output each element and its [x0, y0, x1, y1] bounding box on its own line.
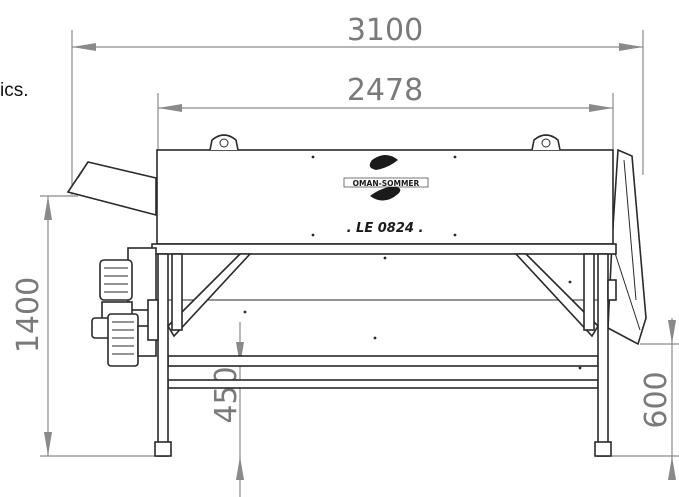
- dimension-3100: 3100: [71, 13, 644, 195]
- brand-name: OMAN-SOMMER: [353, 179, 420, 188]
- dimension-450: 450: [168, 322, 250, 497]
- dimension-1400: 1400: [11, 195, 160, 457]
- foot-right: [594, 441, 612, 457]
- brand-logo: OMAN-SOMMER: [343, 155, 429, 201]
- leg-left: [157, 253, 169, 457]
- brace-left: [166, 253, 252, 338]
- foot-left: [154, 441, 172, 457]
- dimension-2478: 2478: [157, 73, 614, 152]
- dimension-600: 600: [608, 318, 679, 480]
- machine-body: OMAN-SOMMER . LE 0824 .: [66, 134, 647, 457]
- leg-right: [597, 253, 609, 457]
- feed-chute: [66, 161, 157, 217]
- main-deck: [151, 243, 617, 255]
- dimension-450-label: 450: [209, 366, 244, 423]
- dimension-1400-label: 1400: [11, 277, 46, 353]
- brace-right: [514, 253, 600, 338]
- lifting-eye-left: [209, 134, 239, 151]
- dimension-3100-label: 3100: [347, 13, 423, 48]
- dimension-600-label: 600: [639, 371, 674, 428]
- bottom-rail: [167, 379, 599, 389]
- bearing-right: [607, 279, 617, 301]
- dimension-2478-label: 2478: [347, 73, 423, 108]
- lower-frame-beam: [167, 355, 599, 367]
- drive-motor: [91, 247, 159, 367]
- lifting-eye-right: [531, 134, 561, 151]
- model-label: . LE 0824 .: [347, 221, 424, 236]
- cropped-caption-text: ics.: [0, 80, 29, 101]
